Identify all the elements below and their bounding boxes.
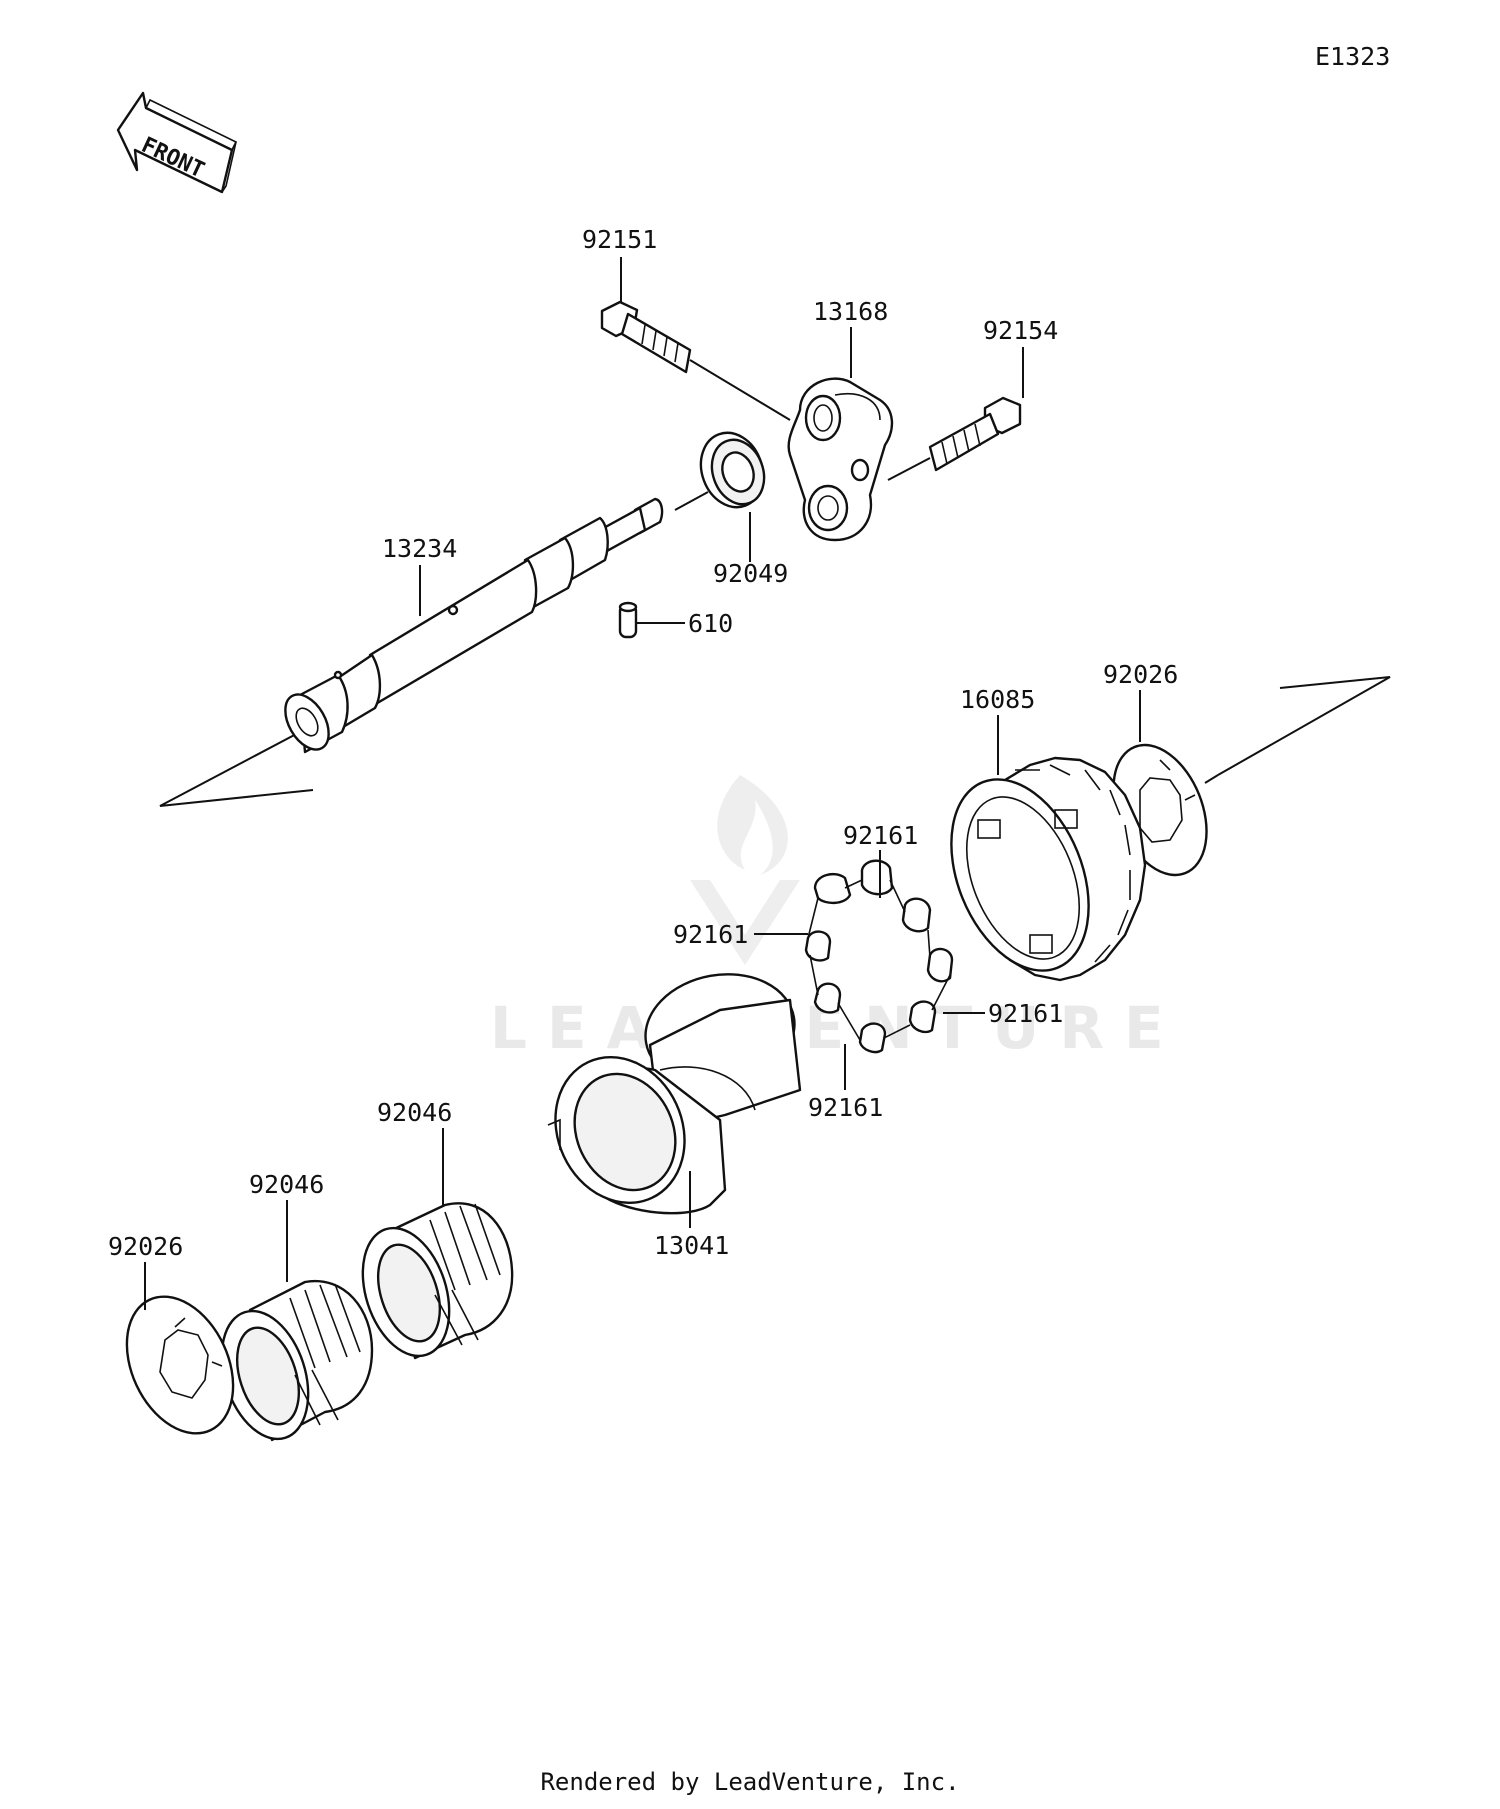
diagram-code: E1323 [1315,42,1390,71]
label-13168: 13168 [813,297,888,326]
front-arrow-icon: FRONT [116,91,238,194]
label-92161-bottom: 92161 [808,1093,883,1122]
part-labels: 92151 13168 92154 13234 92049 610 16085 … [108,225,1178,1261]
footer-credit: Rendered by LeadVenture, Inc. [540,1768,960,1796]
pin-610 [618,601,638,639]
label-92151: 92151 [582,225,657,254]
label-92026-top: 92026 [1103,660,1178,689]
gear-16085 [950,756,1147,982]
label-13041: 13041 [654,1231,729,1260]
label-16085: 16085 [960,685,1035,714]
label-92161-right: 92161 [988,999,1063,1028]
shaft-13234 [284,497,664,754]
needle-bearing-92046-lower [220,1279,374,1442]
label-92049: 92049 [713,559,788,588]
needle-bearing-92046-upper [361,1202,514,1360]
lever-13168 [787,377,894,542]
bolt-92154 [887,396,1022,481]
label-92154: 92154 [983,316,1058,345]
label-610: 610 [688,609,733,638]
dampers-92161 [804,859,954,1054]
label-92046-lower: 92046 [249,1170,324,1199]
label-13234: 13234 [382,534,457,563]
washer-92026-bottom [125,1295,235,1435]
leader-lines [144,257,1141,1310]
bolt-92151 [600,300,791,421]
label-92161-left: 92161 [673,920,748,949]
label-92026-bottom: 92026 [108,1232,183,1261]
label-92161-top: 92161 [843,821,918,850]
watermark: LEADVENTURE [490,775,1164,1062]
hub-13041 [547,973,802,1215]
label-92046-upper: 92046 [377,1098,452,1127]
oil-seal-92049 [674,431,766,511]
